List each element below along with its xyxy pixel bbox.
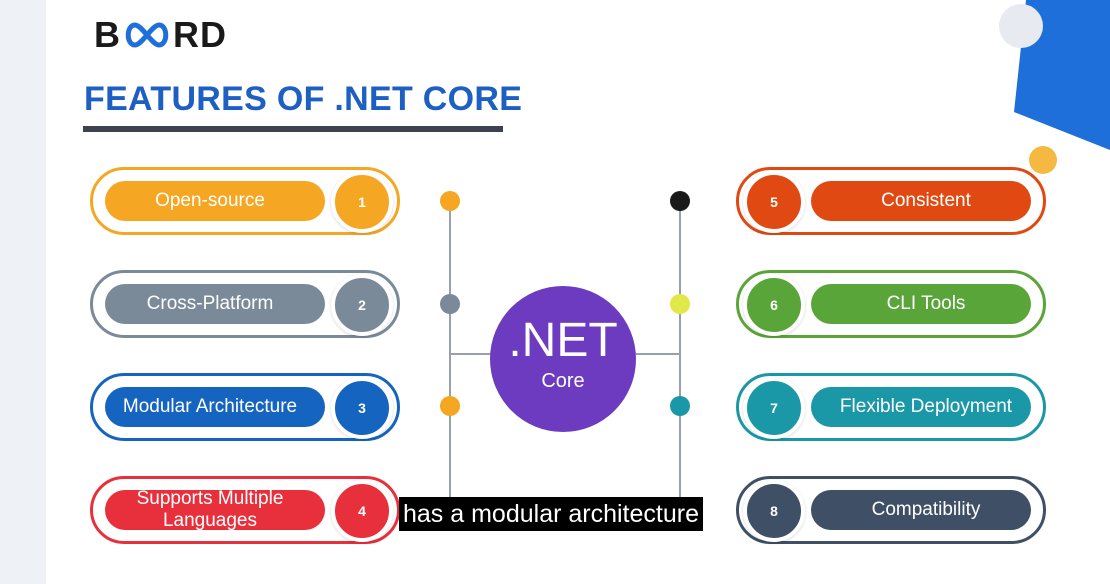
- feature-card-open-source: Open-source 1: [90, 167, 400, 235]
- feature-number-badge: 3: [331, 377, 393, 439]
- connector-dot-5: [670, 191, 690, 211]
- feature-label: Flexible Deployment: [811, 387, 1031, 427]
- feature-number-badge: 6: [743, 274, 805, 336]
- feature-label: Cross-Platform: [105, 284, 325, 324]
- board-logo: B RD: [94, 14, 227, 56]
- feature-label: Consistent: [811, 181, 1031, 221]
- dotnet-core-circle: .NET Core: [490, 286, 636, 432]
- feature-card-modular-architecture: Modular Architecture 3: [90, 373, 400, 441]
- dotnet-label: .NET: [508, 314, 618, 367]
- feature-card-compatibility: 8 Compatibility: [736, 476, 1046, 544]
- connector-dot-2: [440, 294, 460, 314]
- subtitle-caption: has a modular architecture: [399, 497, 703, 531]
- feature-number-badge: 4: [331, 480, 393, 542]
- connector-dot-3: [440, 396, 460, 416]
- logo-letter-b: B: [94, 14, 121, 55]
- feature-number-badge: 5: [743, 171, 805, 233]
- feature-card-cross-platform: Cross-Platform 2: [90, 270, 400, 338]
- feature-number-badge: 1: [331, 171, 393, 233]
- corner-grey-dot: [999, 4, 1043, 48]
- core-label: Core: [541, 370, 585, 392]
- feature-label: CLI Tools: [811, 284, 1031, 324]
- feature-card-consistent: 5 Consistent: [736, 167, 1046, 235]
- feature-label: Open-source: [105, 181, 325, 221]
- feature-number-badge: 7: [743, 377, 805, 439]
- corner-yellow-dot: [1029, 146, 1057, 174]
- corner-blue-shape: [1014, 0, 1110, 150]
- title-underline: [83, 126, 503, 132]
- connector-dot-7: [670, 396, 690, 416]
- feature-card-flexible-deployment: 7 Flexible Deployment: [736, 373, 1046, 441]
- feature-label: Compatibility: [811, 490, 1031, 530]
- logo-letters-rd: RD: [173, 14, 227, 55]
- infinity-icon: [122, 21, 172, 49]
- slide: B RD FEATURES OF .NET CORE Open-source 1…: [46, 0, 1110, 584]
- feature-card-cli-tools: 6 CLI Tools: [736, 270, 1046, 338]
- feature-number-badge: 2: [331, 274, 393, 336]
- feature-number-badge: 8: [743, 480, 805, 542]
- page-title: FEATURES OF .NET CORE: [84, 80, 523, 118]
- feature-card-supports-multiple-languages: Supports Multiple Languages 4: [90, 476, 400, 544]
- connector-dot-1: [440, 191, 460, 211]
- connector-dot-6: [670, 294, 690, 314]
- feature-label: Supports Multiple Languages: [105, 488, 325, 531]
- feature-label: Modular Architecture: [105, 387, 325, 427]
